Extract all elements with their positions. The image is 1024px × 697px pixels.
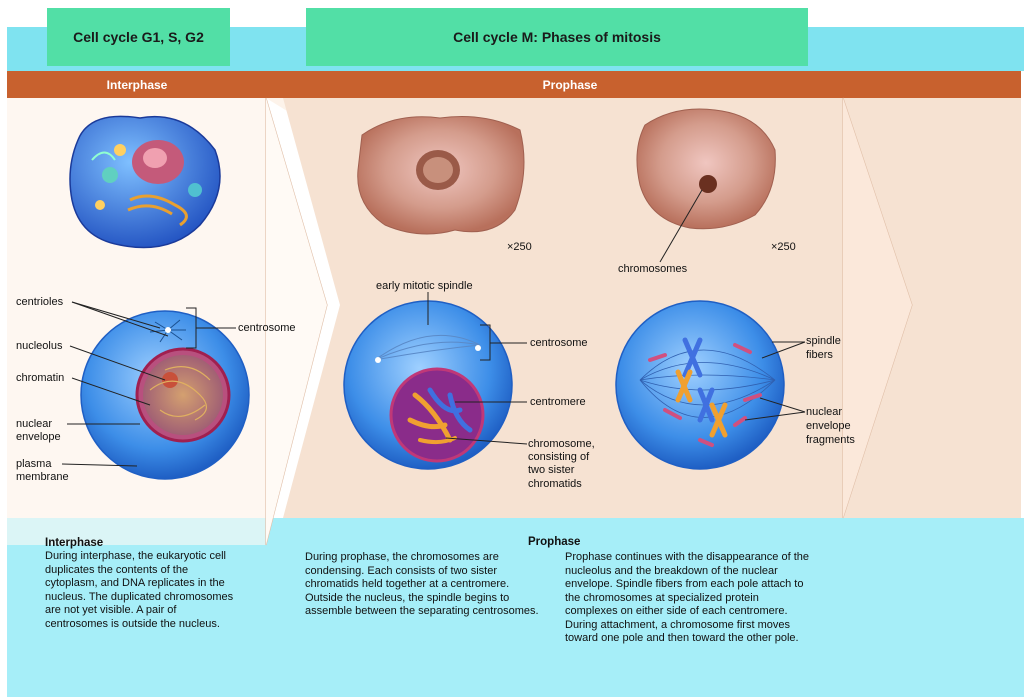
prophase-early-cell-diagram <box>343 300 513 470</box>
description-panel <box>7 518 1024 697</box>
label-early-mitotic-spindle: early mitotic spindle <box>376 280 473 292</box>
prophase-description-1: During prophase, the chromosomes are con… <box>305 551 539 617</box>
interphase-bar-label: Interphase <box>106 78 168 92</box>
label-nuclear-envelope-fragments: nuclear <box>806 406 843 418</box>
label-spindle-fibers: fibers <box>806 349 833 361</box>
label-chromosome: two sister <box>528 464 575 476</box>
tab-cell-cycle-mitosis: Cell cycle M: Phases of mitosis <box>306 8 808 66</box>
label-centrioles: centrioles <box>16 296 64 308</box>
magnification-label: ×250 <box>771 241 796 253</box>
label-centrosome: centrosome <box>238 322 296 334</box>
label-nuclear-envelope: nuclear <box>16 418 53 430</box>
interphase-3d-cell-illustration <box>69 115 221 249</box>
prophase-bar-label: Prophase <box>542 78 598 92</box>
label-nuclear-envelope-fragments: fragments <box>806 434 855 446</box>
label-chromosome: consisting of <box>528 451 590 463</box>
phase-bar <box>7 71 1021 98</box>
label-chromosomes: chromosomes <box>618 263 688 275</box>
label-chromosome: chromatids <box>528 478 582 490</box>
label-plasma-membrane: membrane <box>16 471 69 483</box>
label-chromatin: chromatin <box>16 372 65 384</box>
tab-cell-cycle-interphase: Cell cycle G1, S, G2 <box>47 8 230 66</box>
interphase-description: During interphase, the eukaryotic cell d… <box>45 550 234 630</box>
label-spindle-fibers: spindle <box>806 335 841 347</box>
label-nuclear-envelope-fragments: envelope <box>806 420 851 432</box>
prophase-late-cell-diagram <box>615 300 785 470</box>
label-centromere: centromere <box>530 396 586 408</box>
label-nucleolus: nucleolus <box>16 340 63 352</box>
label-chromosome: chromosome, <box>528 438 595 450</box>
prophase-micrograph-early <box>357 116 525 235</box>
interphase-heading: Interphase <box>45 537 104 549</box>
interphase-cell-diagram <box>80 310 250 480</box>
label-plasma-membrane: plasma <box>16 458 52 470</box>
prophase-micrograph-late <box>636 108 776 230</box>
prophase-heading: Prophase <box>528 536 581 548</box>
magnification-label: ×250 <box>507 241 532 253</box>
prophase-description-2: Prophase continues with the disappearanc… <box>565 551 809 644</box>
label-centrosome: centrosome <box>530 337 588 349</box>
label-nuclear-envelope: envelope <box>16 431 61 443</box>
